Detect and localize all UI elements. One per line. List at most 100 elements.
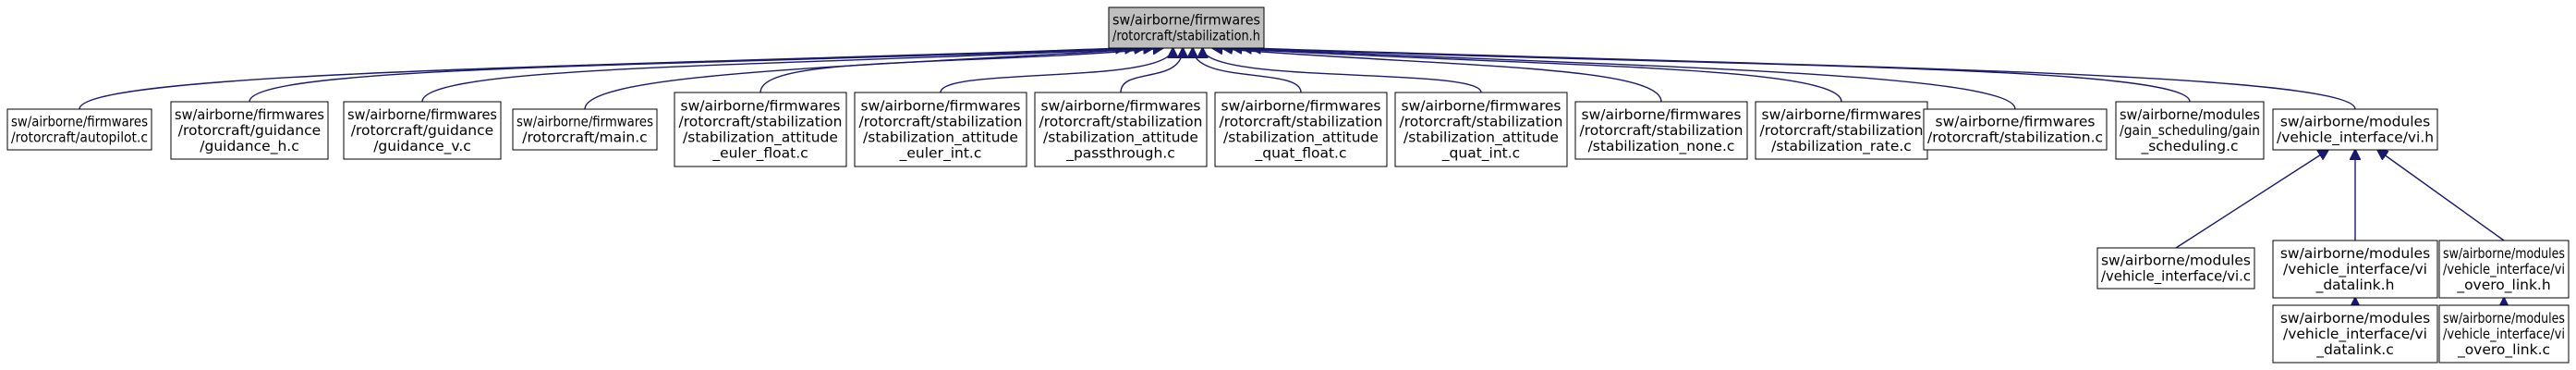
node-label-line: _euler_int.c — [899, 145, 982, 163]
node-label-line: _datalink.h — [2315, 277, 2395, 294]
edge-n15-to-n14 — [2175, 150, 2328, 249]
node-box — [2096, 247, 2255, 290]
node-label-line: /rotorcraft/stabilization — [1580, 122, 1744, 139]
node-label-line: /stabilization_rate.c — [1771, 138, 1912, 155]
node-label-line: /rotorcraft/stabilization — [1760, 122, 1924, 139]
node-box — [6, 108, 152, 151]
node-label-line: /rotorcraft/stabilization.c — [1927, 130, 2103, 146]
node-box — [512, 108, 658, 151]
node-label-line: sw/airborne/modules — [2101, 253, 2251, 269]
node-box — [170, 101, 329, 160]
node-label-line: _scheduling.c — [2140, 138, 2238, 155]
node-label-line: _quat_float.c — [1254, 145, 1346, 163]
file-node[interactable]: sw/airborne/firmwares/rotorcraft/stabili… — [674, 92, 847, 167]
node-label-line: sw/airborne/modules — [2443, 245, 2565, 262]
node-label-line: /stabilization_attitude — [863, 130, 1018, 147]
node-label-line: /stabilization_attitude — [1403, 130, 1559, 147]
edge-n14-to-root — [1251, 48, 2356, 110]
file-node[interactable]: sw/airborne/firmwares/rotorcraft/stabili… — [1394, 92, 1568, 167]
node-label-line: /guidance_h.c — [200, 138, 298, 155]
node-label-line: /stabilization_attitude — [1223, 130, 1379, 147]
node-box — [2272, 108, 2438, 151]
file-node[interactable]: sw/airborne/firmwares/rotorcraft/stabili… — [1574, 101, 1748, 160]
edge-n10-to-root — [1212, 48, 1662, 103]
node-box — [854, 92, 1027, 167]
node-label-line: sw/airborne/modules — [2120, 106, 2260, 123]
edge-n17-to-n14 — [2377, 150, 2505, 241]
node-label-line: /vehicle_interface/vi — [2283, 326, 2427, 343]
file-node[interactable]: sw/airborne/firmwares/rotorcraft/guidanc… — [343, 101, 502, 160]
node-label-line: sw/airborne/firmwares — [175, 106, 324, 123]
edge-n1-to-root — [79, 48, 1125, 110]
node-label-line: sw/airborne/firmwares — [681, 98, 841, 115]
edge-n8-to-root — [1193, 48, 1302, 93]
node-label-line: /stabilization_none.c — [1588, 138, 1735, 155]
node-box — [1755, 101, 1928, 160]
node-box — [1214, 92, 1388, 167]
edge-n3-to-root — [421, 48, 1145, 103]
node-label-line: /vehicle_interface/vi — [2283, 261, 2427, 278]
node-label-line: sw/airborne/firmwares — [861, 98, 1021, 115]
node-box — [2438, 304, 2570, 364]
node-box — [2272, 304, 2438, 364]
node-label-line: /gain_scheduling/gain — [2120, 122, 2260, 140]
file-node[interactable]: sw/airborne/firmwares/rotorcraft/stabili… — [854, 92, 1027, 167]
file-node[interactable]: sw/airborne/modules/vehicle_interface/vi… — [2272, 108, 2438, 151]
file-node[interactable]: sw/airborne/firmwares/rotorcraft/autopil… — [6, 108, 152, 151]
node-box — [1574, 101, 1748, 160]
nodes-layer: sw/airborne/firmwares/rotorcraft/stabili… — [6, 6, 2570, 364]
edge-n11-to-root — [1222, 48, 1842, 103]
file-node[interactable]: sw/airborne/modules/vehicle_interface/vi… — [2438, 240, 2570, 299]
node-label-line: /rotorcraft/main.c — [522, 130, 647, 146]
node-box — [2438, 240, 2570, 299]
node-box — [674, 92, 847, 167]
edge-n6-to-root — [940, 48, 1173, 93]
edge-n2-to-root — [249, 48, 1135, 103]
file-node[interactable]: sw/airborne/firmwares/rotorcraft/stabili… — [1034, 92, 1208, 167]
node-box — [2272, 240, 2438, 299]
edge-n4-to-root — [584, 48, 1153, 110]
node-label-line: _overo_link.h — [2456, 277, 2550, 294]
node-label-line: /rotorcraft/guidance — [178, 122, 321, 139]
file-node[interactable]: sw/airborne/firmwares/rotorcraft/stabili… — [1755, 101, 1928, 160]
node-label-line: /rotorcraft/stabilization — [1400, 114, 1563, 130]
edge-n5-to-root — [759, 48, 1163, 93]
node-label-line: sw/airborne/firmwares — [1112, 12, 1260, 29]
node-label-line: sw/airborne/firmwares — [1582, 106, 1742, 123]
node-label-line: sw/airborne/modules — [2280, 310, 2430, 327]
node-box — [1923, 108, 2108, 151]
file-node[interactable]: sw/airborne/modules/gain_scheduling/gain… — [2115, 101, 2265, 160]
node-label-line: /vehicle_interface/vi.h — [2277, 130, 2434, 147]
node-label-line: sw/airborne/firmwares — [1762, 106, 1922, 123]
node-box — [1108, 6, 1265, 49]
edge-n7-to-root — [1120, 48, 1183, 93]
node-label-line: sw/airborne/firmwares — [1402, 98, 1561, 115]
file-node[interactable]: sw/airborne/firmwares/rotorcraft/guidanc… — [170, 101, 329, 160]
node-label-line: /vehicle_interface/vi — [2443, 261, 2565, 278]
node-label-line: /stabilization_attitude — [1043, 130, 1198, 147]
node-label-line: /stabilization_attitude — [683, 130, 838, 147]
node-label-line: /rotorcraft/stabilization.h — [1112, 28, 1260, 44]
file-node[interactable]: sw/airborne/firmwares/rotorcraft/stabili… — [1923, 108, 2108, 151]
node-label-line: sw/airborne/modules — [2443, 310, 2565, 327]
edge-n9-to-root — [1203, 48, 1482, 93]
file-node[interactable]: sw/airborne/modules/vehicle_interface/vi… — [2096, 247, 2255, 290]
node-box — [343, 101, 502, 160]
file-node[interactable]: sw/airborne/firmwares/rotorcraft/stabili… — [1214, 92, 1388, 167]
root-file-node[interactable]: sw/airborne/firmwares/rotorcraft/stabili… — [1108, 6, 1265, 49]
node-label-line: _euler_float.c — [711, 145, 808, 163]
node-label-line: sw/airborne/firmwares — [1936, 114, 2096, 130]
node-label-line: /vehicle_interface/vi.c — [2101, 268, 2251, 286]
node-label-line: sw/airborne/modules — [2280, 114, 2430, 130]
file-node[interactable]: sw/airborne/modules/vehicle_interface/vi… — [2438, 304, 2570, 364]
file-node[interactable]: sw/airborne/firmwares/rotorcraft/main.c — [512, 108, 658, 151]
node-label-line: _datalink.c — [2315, 341, 2394, 359]
node-box — [2115, 101, 2265, 160]
node-label-line: sw/airborne/firmwares — [1221, 98, 1381, 115]
node-label-line: /rotorcraft/autopilot.c — [11, 130, 148, 146]
node-label-line: _passthrough.c — [1065, 145, 1175, 163]
file-node[interactable]: sw/airborne/modules/vehicle_interface/vi… — [2272, 240, 2438, 299]
file-node[interactable]: sw/airborne/modules/vehicle_interface/vi… — [2272, 304, 2438, 364]
node-label-line: /rotorcraft/stabilization — [1039, 114, 1203, 130]
